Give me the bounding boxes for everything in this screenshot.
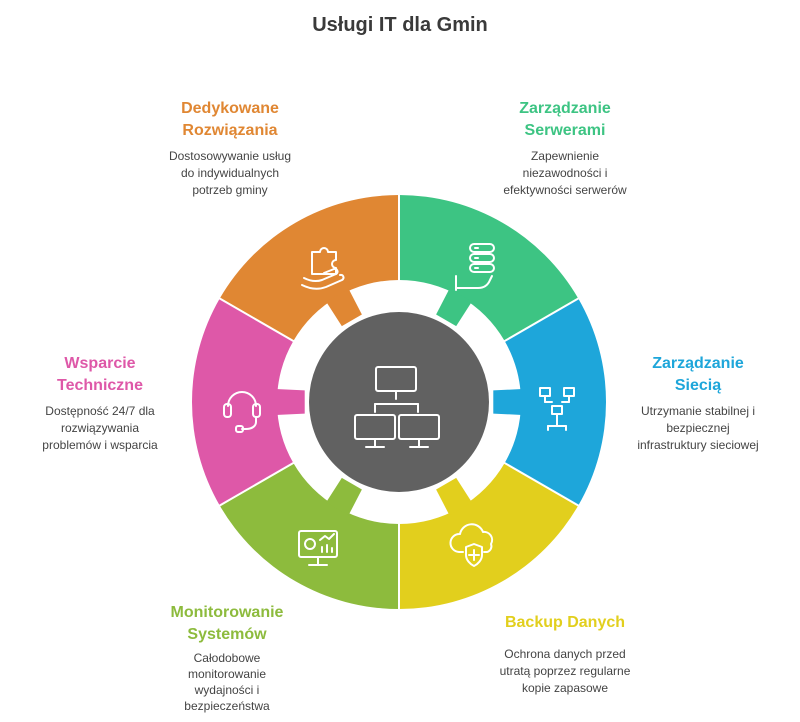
segment-dedicated (219, 195, 399, 341)
segment-divider (217, 448, 319, 508)
monitor-chart-icon (298, 530, 338, 566)
network-icon (539, 387, 575, 431)
segment-servers (399, 195, 579, 341)
label-servers: Zarządzanie Serwerami Zapewnienie niezaw… (465, 98, 665, 199)
segment-divider (479, 448, 581, 508)
computer-network-icon (354, 366, 440, 448)
label-network: Zarządzanie Siecią Utrzymanie stabilnej … (598, 353, 798, 454)
segment-monitoring (219, 463, 399, 609)
label-dedicated: Dedykowane Rozwiązania Dostosowywanie us… (130, 98, 330, 199)
segment-connector-network (493, 389, 523, 415)
segment-support (192, 298, 294, 506)
headset-icon (223, 391, 261, 433)
cloud-shield-icon (449, 523, 494, 567)
hand-puzzle-icon (301, 247, 345, 290)
segment-backup (399, 463, 579, 609)
label-support-desc: Dostępność 24/7 dla rozwiązywania proble… (42, 404, 158, 452)
label-dedicated-desc: Dostosowywanie usług do indywidualnych p… (168, 149, 292, 197)
label-monitoring: Monitorowanie Systemów Całodobowe monito… (127, 602, 327, 714)
segment-divider (479, 296, 581, 356)
segment-connector-dedicated (326, 288, 362, 327)
label-network-desc: Utrzymanie stabilnej i bezpiecznej infra… (637, 404, 759, 452)
server-hand-icon (455, 243, 495, 291)
center-circle (309, 312, 489, 492)
label-support-title: Wsparcie Techniczne (57, 355, 143, 394)
diagram-title: Usługi IT dla Gmin (312, 14, 488, 36)
label-dedicated-title: Dedykowane Rozwiązania (181, 100, 279, 139)
segment-connector-backup (436, 477, 472, 516)
label-monitoring-title: Monitorowanie Systemów (170, 604, 284, 643)
label-servers-desc: Zapewnienie niezawodności i efektywności… (503, 149, 627, 197)
label-backup-desc: Ochrona danych przed utratą poprzez regu… (499, 647, 631, 695)
label-network-title: Zarządzanie Siecią (652, 355, 744, 394)
label-backup-title: Backup Danych (504, 614, 626, 631)
label-monitoring-desc: Całodobowe monitorowanie wydajności i be… (184, 651, 270, 713)
segment-network (504, 298, 606, 506)
segment-connector-servers (436, 288, 472, 327)
label-backup: Backup Danych Ochrona danych przed utrat… (460, 612, 670, 697)
label-support: Wsparcie Techniczne Dostępność 24/7 dla … (0, 353, 200, 454)
segment-divider (217, 296, 319, 356)
label-servers-title: Zarządzanie Serwerami (519, 100, 611, 139)
segment-connector-monitoring (326, 477, 362, 516)
segment-connector-support (275, 389, 305, 415)
